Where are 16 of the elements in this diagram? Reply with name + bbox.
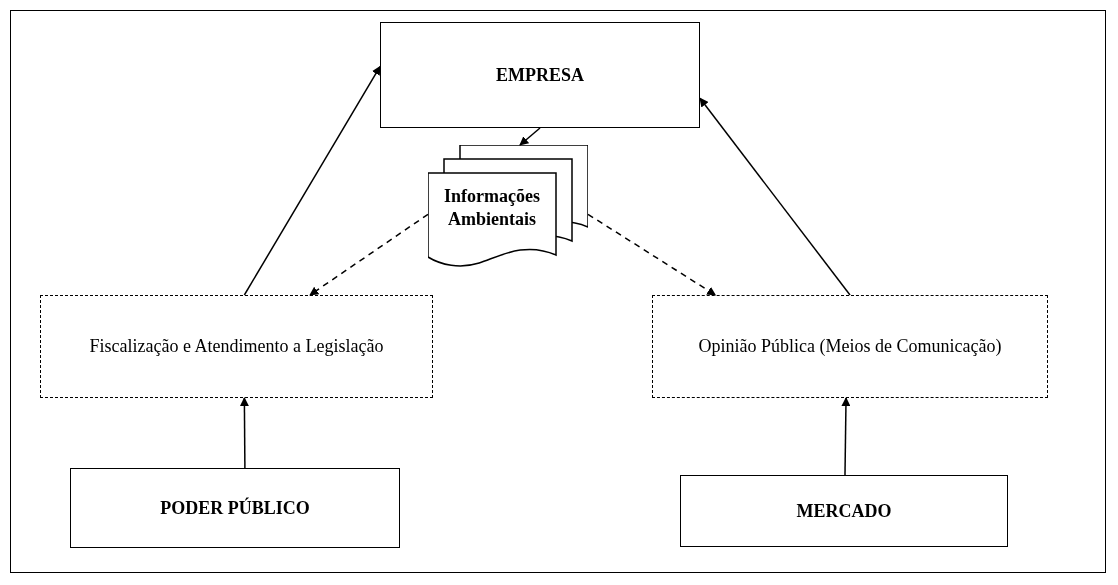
arrow xyxy=(309,213,429,296)
dashed-process-box xyxy=(652,295,1048,398)
arrow xyxy=(699,97,851,296)
arrow xyxy=(243,65,381,296)
node-label: Fiscalização e Atendimento a Legislação xyxy=(89,335,384,358)
dashed-process-box xyxy=(40,295,433,398)
process-box xyxy=(680,475,1008,547)
arrow xyxy=(239,397,249,469)
arrow xyxy=(841,397,851,476)
process-box xyxy=(380,22,700,128)
process-box xyxy=(70,468,400,548)
node-label: EMPRESA xyxy=(496,63,584,87)
arrow xyxy=(519,127,541,146)
node-label: Opinião Pública (Meios de Comunicação) xyxy=(698,335,1002,358)
node-label: MERCADO xyxy=(796,499,892,523)
node-label: PODER PÚBLICO xyxy=(160,496,310,520)
